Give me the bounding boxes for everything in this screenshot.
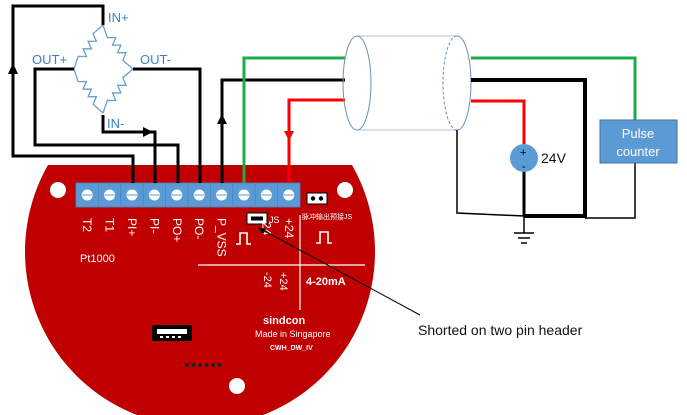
arrow-right-icon xyxy=(143,127,153,137)
label-in-plus: IN+ xyxy=(108,10,129,25)
terminal-label: -24 xyxy=(259,218,273,236)
terminal-label: T1 xyxy=(103,218,117,232)
wire-shield-ground xyxy=(456,130,525,217)
terminal-label: T2 xyxy=(80,218,94,232)
label-out-plus: OUT+ xyxy=(32,52,67,67)
resistor-icon xyxy=(102,68,134,114)
cable-wires xyxy=(220,56,345,183)
arrow-up-icon xyxy=(8,63,18,74)
js-label: JS xyxy=(269,215,280,225)
pulse-counter: Pulse counter xyxy=(599,119,678,164)
terminal-label-pulse-icon xyxy=(236,232,251,245)
terminal-block xyxy=(75,182,301,208)
wire-in-minus xyxy=(101,115,157,183)
supply-minus: - xyxy=(522,161,526,173)
shielded-cable xyxy=(342,35,472,131)
usb-connector-icon xyxy=(152,325,192,341)
supply-plus: + xyxy=(520,147,526,159)
pin-dot xyxy=(191,363,196,367)
made-in-label: Made in Singapore xyxy=(255,329,331,339)
chinese-jumper-label: 脉冲输出预接JS xyxy=(302,212,352,221)
pin-dot xyxy=(211,363,215,367)
wire-out-minus xyxy=(133,67,202,183)
lower-plus24-label: +24 xyxy=(277,272,289,291)
mode-label: 4-20mA xyxy=(306,276,346,288)
label-in-minus: IN- xyxy=(107,116,124,131)
pt1000-label: Pt1000 xyxy=(80,253,115,265)
pin-dot xyxy=(185,363,189,367)
two-pin-header xyxy=(306,192,328,205)
pin-dot-row xyxy=(185,363,222,367)
wire-red-right xyxy=(471,99,526,144)
voltage-source: + - 24V xyxy=(510,144,567,173)
lower-minus24-label: -24 xyxy=(261,272,273,288)
model-label: CWH_DW_IV xyxy=(270,345,313,352)
pin-dot xyxy=(217,363,222,367)
wire-green-right xyxy=(471,56,637,120)
pin-dot xyxy=(204,363,209,367)
terminal-label: +24 xyxy=(282,218,296,239)
pin-dot xyxy=(198,363,202,367)
pulse-counter-line1: Pulse xyxy=(622,126,655,141)
pulse-counter-line2: counter xyxy=(616,144,660,159)
wire-counter-ground xyxy=(585,163,636,219)
wire-green-pulse xyxy=(242,56,345,183)
cable-wires-right xyxy=(456,56,637,219)
bridge-sensor: IN+ OUT+ OUT- IN- xyxy=(32,10,171,131)
voltage-source-icon xyxy=(510,144,538,172)
arrow-down-red-icon xyxy=(284,131,294,141)
terminal-label: PI- xyxy=(147,218,161,233)
annotation-leader-line xyxy=(258,227,421,316)
arrow-up-black-icon xyxy=(217,114,227,124)
wire-in-plus xyxy=(11,4,135,183)
pcb-shape xyxy=(25,165,375,415)
wire-out-plus xyxy=(33,67,180,183)
resistor-icon xyxy=(102,24,134,70)
annotation-arrowhead-icon xyxy=(257,227,266,234)
resistor-icon xyxy=(73,24,104,70)
wire-red-supply xyxy=(287,98,345,183)
mounting-hole-right xyxy=(337,182,353,198)
bridge-wires xyxy=(11,4,202,183)
terminal-label: PO- xyxy=(192,218,206,239)
ground-icon xyxy=(514,216,534,244)
resistor-icon xyxy=(73,68,104,114)
terminal-label: PI+ xyxy=(125,218,139,236)
supply-label: 24V xyxy=(541,150,567,166)
wire-black-right xyxy=(471,78,587,218)
wire-black-supply xyxy=(220,78,345,183)
annotation-text: Shorted on two pin header xyxy=(418,322,583,338)
pulse-symbol-icon xyxy=(316,231,332,244)
label-out-minus: OUT- xyxy=(140,52,171,67)
js-jumper[interactable] xyxy=(246,212,268,225)
mounting-hole-bottom xyxy=(229,378,245,394)
mounting-hole-left xyxy=(50,182,66,198)
terminal-label: P_VSS xyxy=(215,218,229,257)
terminal-label: PO+ xyxy=(170,218,184,242)
brand-label: sindcon xyxy=(263,315,305,327)
